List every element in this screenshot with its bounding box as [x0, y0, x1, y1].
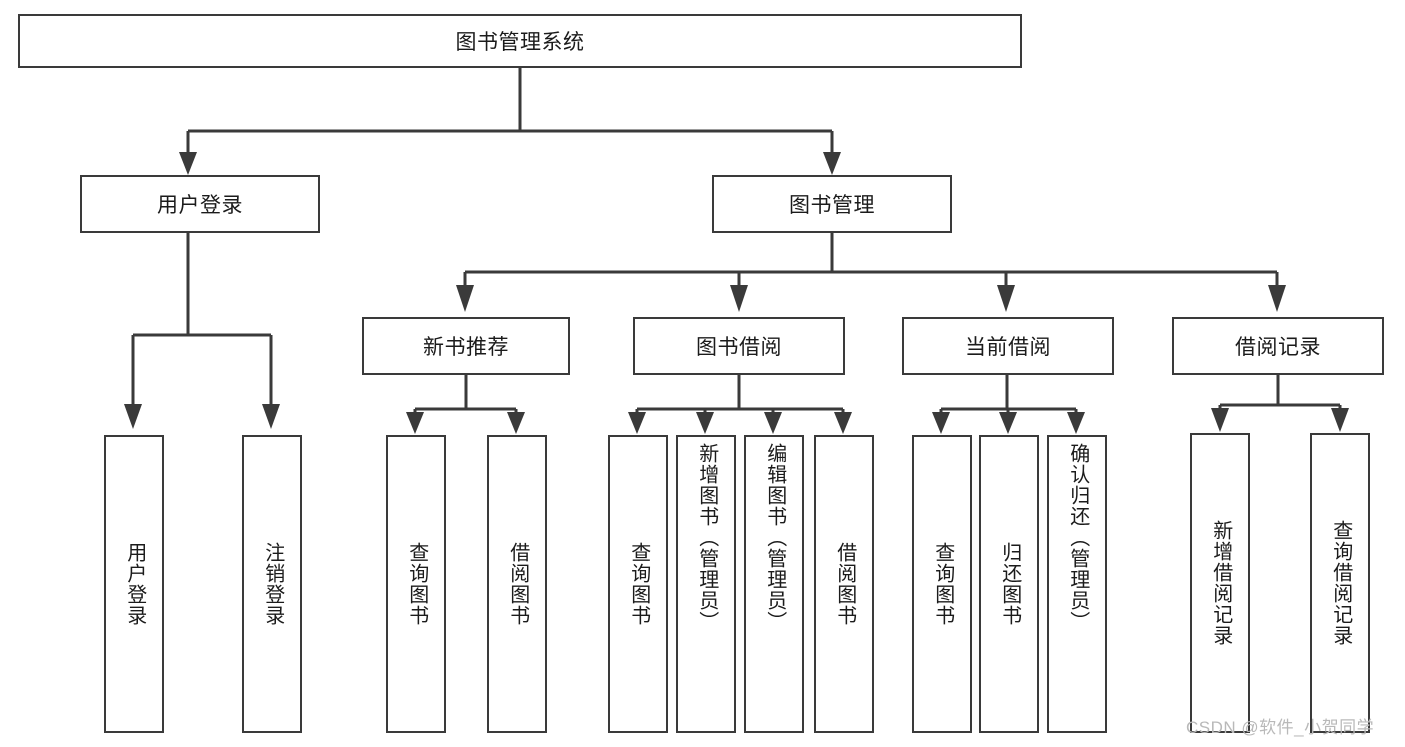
arrowhead-current-borrow — [997, 285, 1015, 312]
node-label: 图书借阅 — [696, 336, 782, 359]
arrowhead-cb-confirm — [1067, 412, 1085, 434]
node-label: 新书推荐 — [423, 336, 509, 359]
node-user-login[interactable]: 用户登录 — [80, 175, 320, 233]
node-book-borrow[interactable]: 图书借阅 — [633, 317, 845, 375]
node-label: 查询图书 — [931, 542, 954, 626]
arrowhead-book-borrow — [730, 285, 748, 312]
arrowhead-bb-add — [696, 412, 714, 434]
node-label: 借阅记录 — [1235, 336, 1321, 359]
arrowhead-new-book — [456, 285, 474, 312]
arrowhead-cb-return — [999, 412, 1017, 434]
node-book-management[interactable]: 图书管理 — [712, 175, 952, 233]
leaf-br-add-record[interactable]: 新增借阅记录 — [1190, 433, 1250, 733]
leaf-logout[interactable]: 注销登录 — [242, 435, 302, 733]
leaf-cb-return-book[interactable]: 归还图书 — [979, 435, 1039, 733]
leaf-br-query-record[interactable]: 查询借阅记录 — [1310, 433, 1370, 733]
leaf-nbr-borrow-book[interactable]: 借阅图书 — [487, 435, 547, 733]
node-borrow-record[interactable]: 借阅记录 — [1172, 317, 1384, 375]
arrowhead-nbr-query — [406, 412, 424, 434]
node-new-book-recommend[interactable]: 新书推荐 — [362, 317, 570, 375]
leaf-user-login[interactable]: 用户登录 — [104, 435, 164, 733]
node-label: 用户登录 — [123, 542, 146, 626]
arrowhead-user-login — [179, 152, 197, 175]
arrowhead-bb-edit — [764, 412, 782, 434]
node-label: 用户登录 — [157, 194, 243, 217]
leaf-cb-query-book[interactable]: 查询图书 — [912, 435, 972, 733]
node-label: 归还图书 — [998, 542, 1021, 626]
node-label: 图书管理系统 — [455, 31, 585, 54]
node-label: 查询图书 — [405, 542, 428, 626]
arrowhead-leaf-user-login — [124, 404, 142, 429]
node-label: 确认归还（管理员） — [1066, 443, 1089, 632]
leaf-bb-add-book[interactable]: 新增图书（管理员） — [676, 435, 736, 733]
arrowhead-bb-query — [628, 412, 646, 434]
node-label: 新增图书（管理员） — [695, 443, 718, 632]
arrowhead-br-add — [1211, 408, 1229, 432]
arrowhead-book-mgmt — [823, 152, 841, 175]
leaf-cb-confirm-return[interactable]: 确认归还（管理员） — [1047, 435, 1107, 733]
arrowhead-bb-borrow — [834, 412, 852, 434]
node-label: 注销登录 — [261, 542, 284, 626]
node-current-borrow[interactable]: 当前借阅 — [902, 317, 1114, 375]
arrowhead-cb-query — [932, 412, 950, 434]
node-label: 借阅图书 — [833, 542, 856, 626]
node-label: 借阅图书 — [506, 542, 529, 626]
leaf-bb-edit-book[interactable]: 编辑图书（管理员） — [744, 435, 804, 733]
arrowhead-br-query — [1331, 408, 1349, 432]
node-label: 新增借阅记录 — [1209, 520, 1232, 646]
arrowhead-borrow-record — [1268, 285, 1286, 312]
arrowhead-leaf-logout — [262, 404, 280, 429]
node-label: 查询借阅记录 — [1329, 520, 1352, 646]
node-label: 当前借阅 — [965, 336, 1051, 359]
csdn-watermark: CSDN @软件_小贺同学 — [1186, 718, 1375, 737]
leaf-bb-query-book[interactable]: 查询图书 — [608, 435, 668, 733]
leaf-nbr-query-book[interactable]: 查询图书 — [386, 435, 446, 733]
node-label: 查询图书 — [627, 542, 650, 626]
node-root-system[interactable]: 图书管理系统 — [18, 14, 1022, 68]
node-label: 图书管理 — [789, 194, 875, 217]
node-label: 编辑图书（管理员） — [763, 443, 786, 632]
leaf-bb-borrow-book[interactable]: 借阅图书 — [814, 435, 874, 733]
arrowhead-nbr-borrow — [507, 412, 525, 434]
